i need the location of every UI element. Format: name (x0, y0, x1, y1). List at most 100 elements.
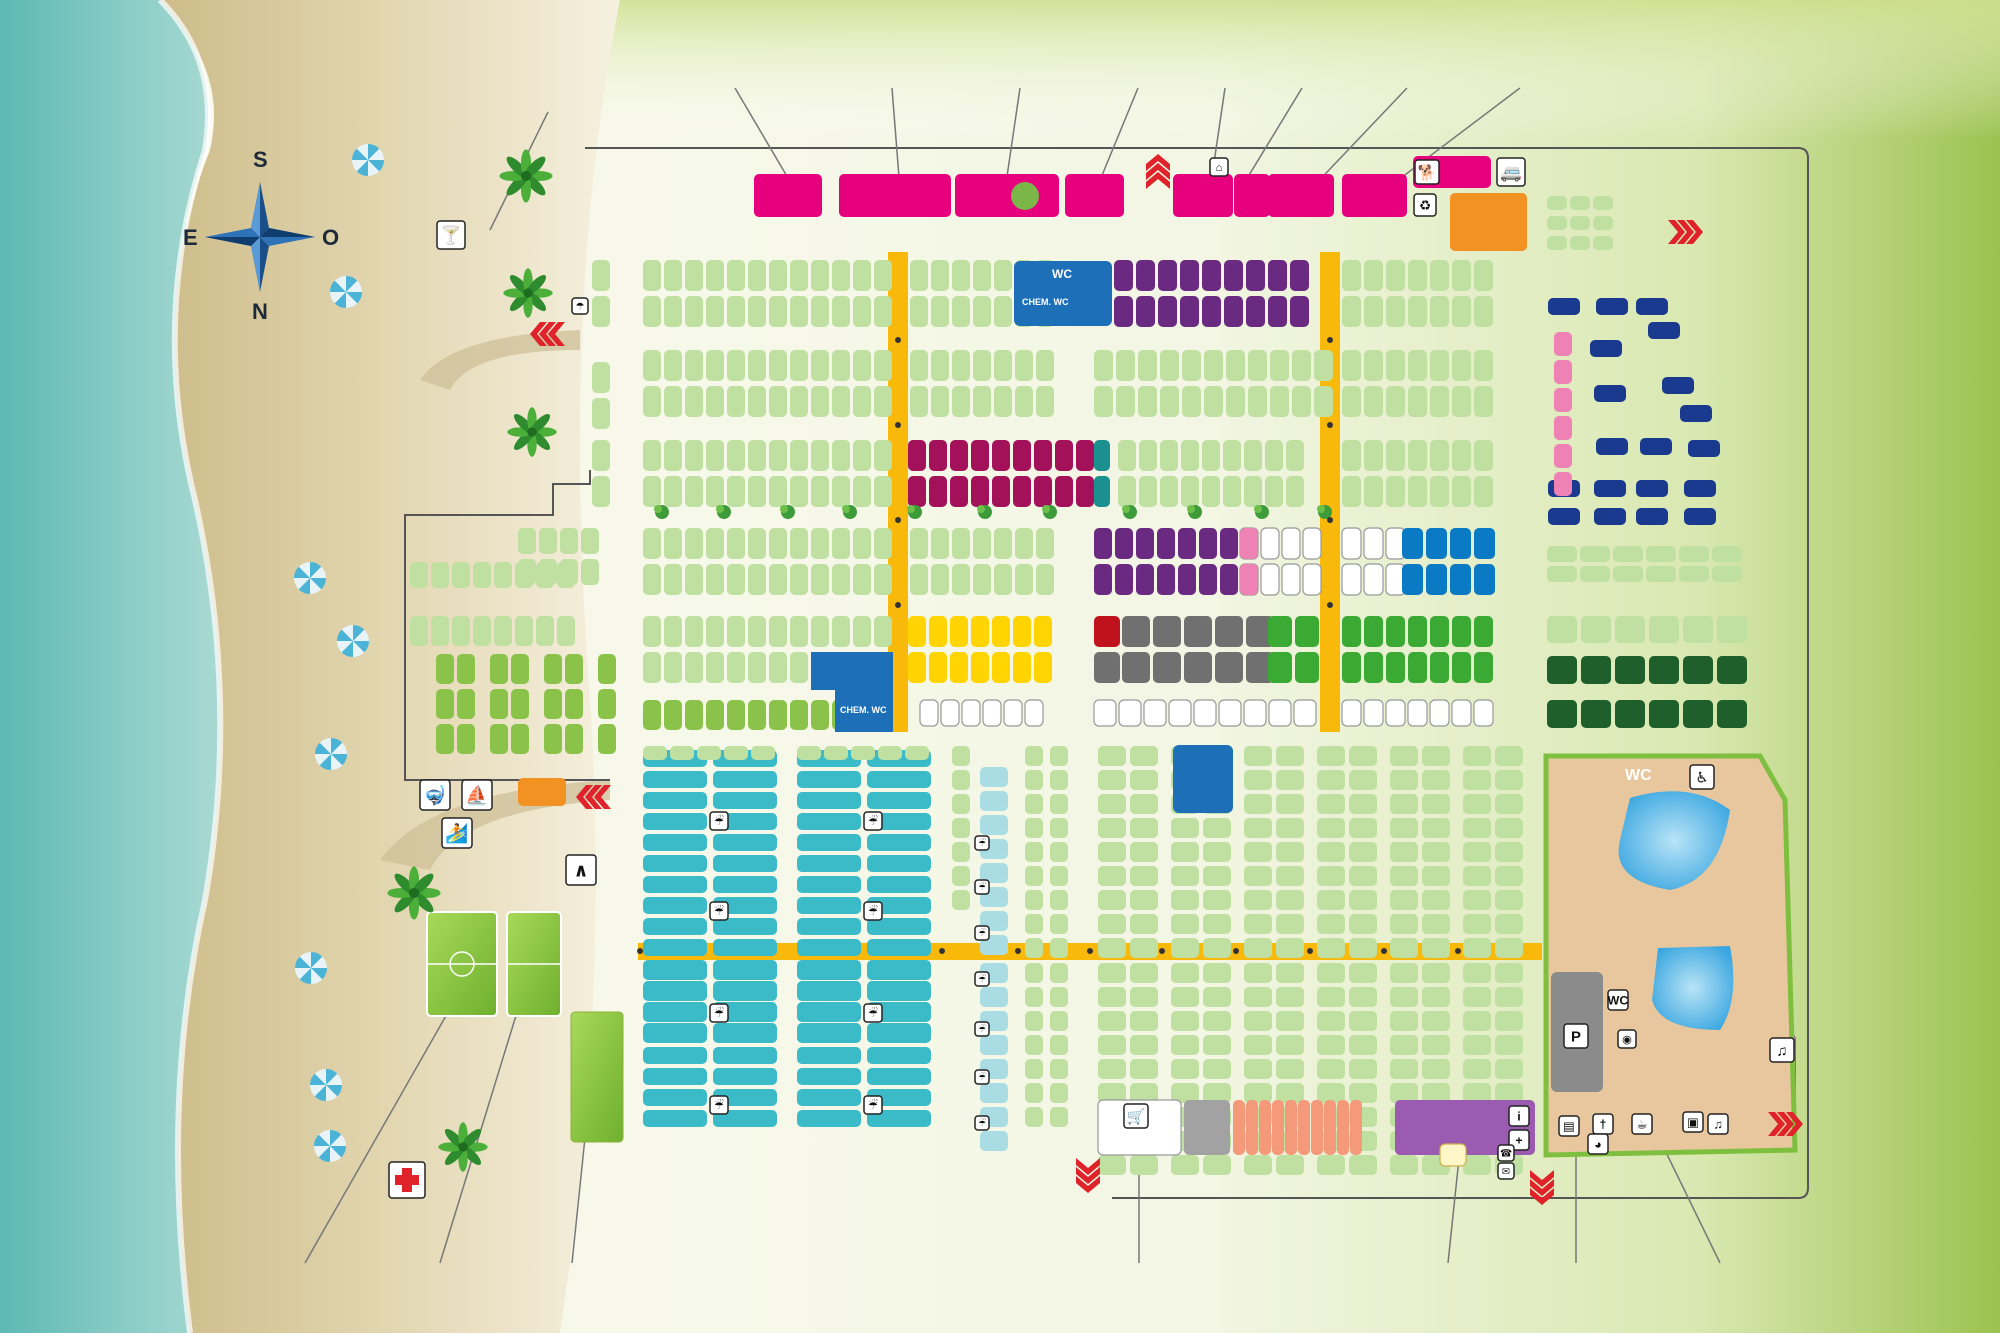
pitch[interactable] (971, 476, 989, 507)
pitch[interactable] (713, 939, 777, 956)
pitch[interactable] (1160, 476, 1178, 507)
pitch[interactable] (1636, 480, 1668, 497)
pitch[interactable] (1276, 1059, 1304, 1079)
pitch[interactable] (1390, 1155, 1418, 1175)
pitch[interactable] (1292, 350, 1311, 381)
pitch[interactable] (706, 440, 724, 471)
pitch[interactable] (685, 616, 703, 647)
pitch[interactable] (1547, 236, 1567, 250)
pitch[interactable] (1270, 350, 1289, 381)
pitch[interactable] (874, 476, 892, 507)
pitch[interactable] (867, 963, 931, 980)
pitch[interactable] (1408, 296, 1427, 327)
pitch[interactable] (748, 564, 766, 595)
pitch[interactable] (1118, 476, 1136, 507)
pitch[interactable] (1285, 1100, 1297, 1155)
pitch[interactable] (832, 350, 850, 381)
pitch[interactable] (1386, 476, 1405, 507)
pitch[interactable] (1386, 652, 1405, 683)
pitch[interactable] (1025, 1107, 1043, 1127)
pitch[interactable] (1244, 938, 1272, 958)
pitch[interactable] (952, 260, 970, 291)
pitch[interactable] (706, 700, 724, 730)
pitch[interactable] (1203, 1011, 1231, 1031)
pitch[interactable] (1244, 1011, 1272, 1031)
pitch[interactable] (1182, 350, 1201, 381)
pitch[interactable] (1025, 1035, 1043, 1055)
pitch[interactable] (1495, 794, 1523, 814)
pitch[interactable] (790, 564, 808, 595)
pitch[interactable] (643, 1026, 707, 1043)
pitch[interactable] (1130, 1011, 1158, 1031)
pitch[interactable] (1013, 440, 1031, 471)
pitch[interactable] (1293, 699, 1317, 727)
pitch[interactable] (832, 476, 850, 507)
pitch[interactable] (643, 1089, 707, 1106)
pitch[interactable] (867, 855, 931, 872)
pitch[interactable] (1050, 914, 1068, 934)
pitch[interactable] (1094, 564, 1112, 595)
pitch[interactable] (592, 398, 610, 429)
pitch[interactable] (1554, 416, 1572, 440)
pitch[interactable] (1025, 866, 1043, 886)
pitch[interactable] (1302, 527, 1322, 560)
pitch[interactable] (1055, 440, 1073, 471)
pitch[interactable] (1349, 1155, 1377, 1175)
pitch[interactable] (727, 350, 745, 381)
pitch[interactable] (1495, 938, 1523, 958)
pitch[interactable] (992, 616, 1010, 647)
pitch[interactable] (1495, 866, 1523, 886)
pitch[interactable] (910, 564, 928, 595)
pitch[interactable] (1223, 440, 1241, 471)
pitch[interactable] (929, 440, 947, 471)
pitch[interactable] (1260, 527, 1280, 560)
pitch[interactable] (992, 476, 1010, 507)
pitch[interactable] (1314, 350, 1333, 381)
pitch[interactable] (1317, 1083, 1345, 1103)
pitch[interactable] (811, 296, 829, 327)
pitch[interactable] (1495, 818, 1523, 838)
pitch[interactable] (1581, 700, 1611, 728)
pitch[interactable] (581, 528, 599, 554)
pitch[interactable] (713, 834, 777, 851)
pitch[interactable] (1244, 818, 1272, 838)
pitch[interactable] (1203, 1059, 1231, 1079)
pitch[interactable] (1260, 563, 1280, 596)
pitch[interactable] (1202, 476, 1220, 507)
pitch[interactable] (1613, 566, 1643, 582)
pitch[interactable] (1495, 890, 1523, 910)
pitch[interactable] (867, 1005, 931, 1022)
pitch[interactable] (713, 984, 777, 1001)
pitch[interactable] (1463, 1011, 1491, 1031)
pitch[interactable] (1430, 652, 1449, 683)
pitch[interactable] (955, 174, 1059, 217)
pitch[interactable] (664, 528, 682, 559)
pitch[interactable] (1402, 564, 1423, 595)
pitch[interactable] (1648, 322, 1680, 339)
pitch[interactable] (1181, 440, 1199, 471)
pitch[interactable] (1013, 652, 1031, 683)
pitch[interactable] (1463, 794, 1491, 814)
pitch[interactable] (832, 616, 850, 647)
pitch[interactable] (518, 778, 566, 806)
pitch[interactable] (790, 350, 808, 381)
pitch[interactable] (685, 440, 703, 471)
pitch[interactable] (994, 528, 1012, 559)
pitch[interactable] (952, 890, 970, 910)
pitch[interactable] (1717, 656, 1747, 684)
pitch[interactable] (1554, 444, 1572, 468)
pitch[interactable] (1036, 386, 1054, 417)
pitch[interactable] (436, 689, 454, 719)
pitch[interactable] (1596, 298, 1628, 315)
pitch[interactable] (1593, 236, 1613, 250)
pitch[interactable] (1683, 656, 1713, 684)
pitch[interactable] (664, 440, 682, 471)
pitch[interactable] (1050, 770, 1068, 790)
pitch[interactable] (1268, 296, 1287, 327)
pitch[interactable] (1180, 260, 1199, 291)
pitch[interactable] (1203, 818, 1231, 838)
pitch[interactable] (1290, 260, 1309, 291)
pitch[interactable] (973, 296, 991, 327)
pitch[interactable] (1025, 818, 1043, 838)
pitch[interactable] (1547, 196, 1567, 210)
